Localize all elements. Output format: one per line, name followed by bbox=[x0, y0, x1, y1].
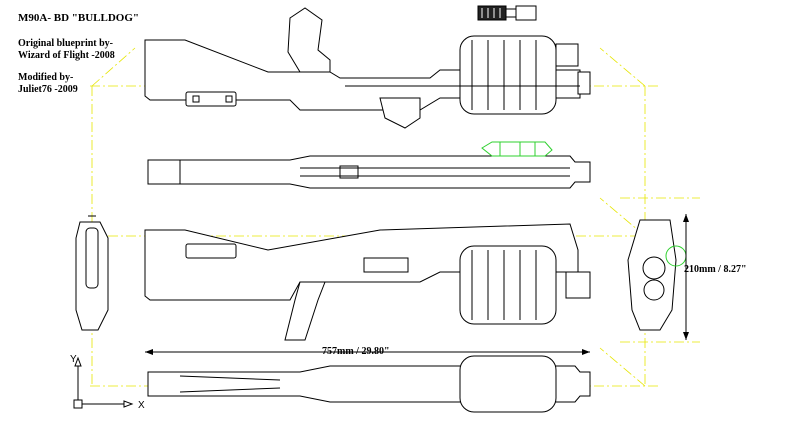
credit-modified-label: Modified by- bbox=[18, 72, 74, 83]
drawing-title: M90A- BD "BULLDOG" bbox=[18, 12, 139, 24]
front-view bbox=[627, 219, 687, 331]
credit-original-author: Wizard of Flight -2008 bbox=[18, 50, 115, 61]
credit-original-label: Original blueprint by- bbox=[18, 38, 114, 49]
dimension-markers bbox=[145, 214, 689, 355]
bottom-view bbox=[147, 355, 591, 413]
top-view bbox=[147, 141, 591, 189]
side-view-left bbox=[144, 7, 591, 129]
length-dimension-label: 757mm / 29.80" bbox=[322, 346, 390, 357]
side-view-right bbox=[144, 223, 591, 341]
credit-modified-author: Juliet76 -2009 bbox=[18, 84, 78, 95]
scope-accessory bbox=[477, 5, 537, 21]
axis-x-label: X bbox=[138, 400, 145, 411]
rear-view bbox=[75, 215, 109, 331]
height-dimension-label: 210mm / 8.27" bbox=[684, 264, 747, 275]
axis-y-label: Y bbox=[70, 354, 77, 365]
axis-gizmo bbox=[73, 356, 134, 409]
